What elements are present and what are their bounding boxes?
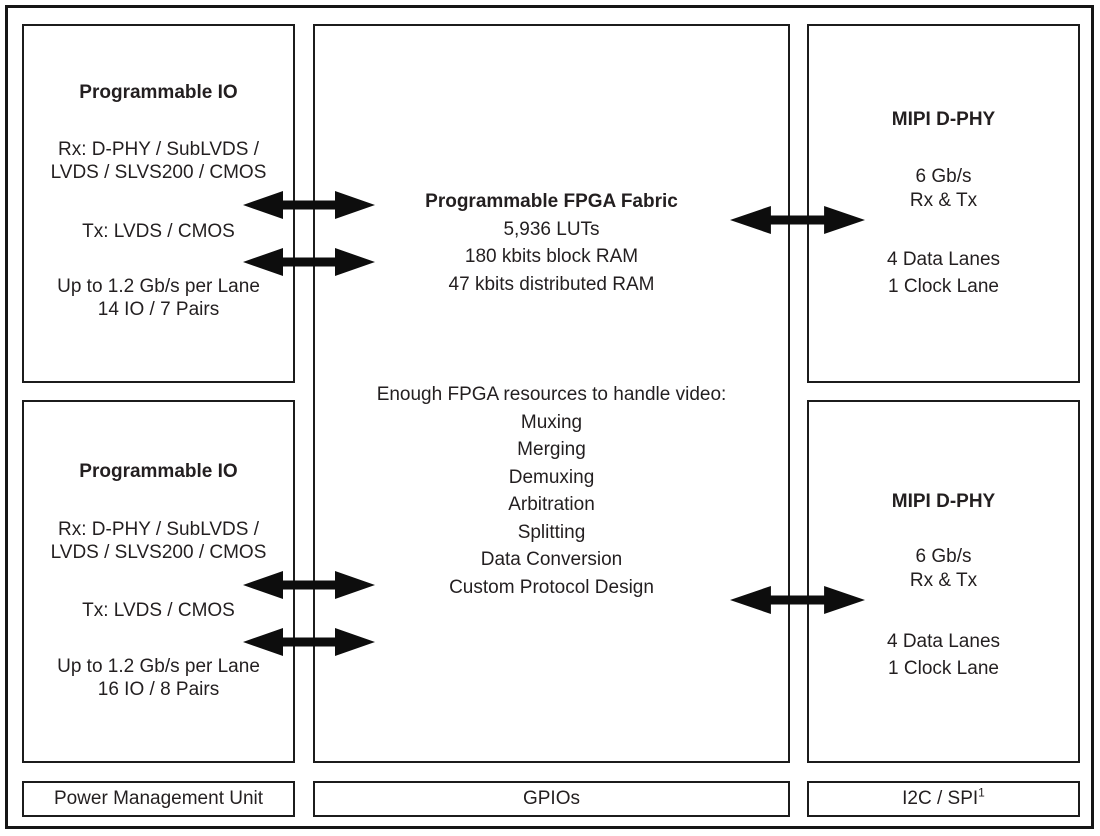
rate-line: Up to 1.2 Gb/s per Lane bbox=[57, 656, 260, 677]
rxtx-line: Rx & Tx bbox=[909, 190, 978, 211]
rate-line: Up to 1.2 Gb/s per Lane bbox=[57, 276, 260, 297]
mipi-dphy-bottom-title: MIPI D-PHY bbox=[891, 491, 996, 512]
pairs-line: 16 IO / 8 Pairs bbox=[97, 679, 220, 700]
programmable-io-bottom-rx: Rx: D-PHY / SubLVDS / LVDS / SLVS200 / C… bbox=[24, 518, 293, 564]
strip-power-management-unit: Power Management Unit bbox=[22, 781, 295, 817]
rx-line-2: LVDS / SLVS200 / CMOS bbox=[50, 162, 267, 183]
mipi-dphy-bottom-lanes: 4 Data Lanes 1 Clock Lane bbox=[809, 628, 1078, 682]
pairs-line: 14 IO / 7 Pairs bbox=[97, 299, 220, 320]
rx-line-2: LVDS / SLVS200 / CMOS bbox=[50, 542, 267, 563]
programmable-io-top-title: Programmable IO bbox=[79, 82, 238, 103]
resources-header: Enough FPGA resources to handle video: bbox=[376, 384, 727, 405]
rx-line-1: Rx: D-PHY / SubLVDS / bbox=[58, 519, 259, 540]
resource-item: Demuxing bbox=[508, 466, 595, 488]
programmable-io-bottom-rate: Up to 1.2 Gb/s per Lane 16 IO / 8 Pairs bbox=[24, 655, 293, 701]
programmable-io-top-rx: Rx: D-PHY / SubLVDS / LVDS / SLVS200 / C… bbox=[24, 138, 293, 184]
fpga-fabric-title: Programmable FPGA Fabric bbox=[425, 191, 678, 212]
mipi-dphy-top-title: MIPI D-PHY bbox=[891, 109, 996, 130]
resource-item: Splitting bbox=[517, 521, 586, 543]
resource-item: Data Conversion bbox=[480, 549, 623, 570]
i2c-spi-label: I2C / SPI1 bbox=[902, 785, 985, 809]
fabric-block-ram: 180 kbits block RAM bbox=[464, 246, 639, 267]
bidirectional-arrow-icon bbox=[243, 570, 375, 600]
resource-item: Merging bbox=[517, 439, 586, 460]
box-fpga-fabric: Programmable FPGA Fabric 5,936 LUTs 180 … bbox=[313, 24, 790, 763]
rx-line-1: Rx: D-PHY / SubLVDS / bbox=[58, 139, 259, 160]
i2c-spi-footnote-marker: 1 bbox=[978, 785, 985, 800]
gpios-label: GPIOs bbox=[522, 788, 580, 809]
fpga-fabric-specs: Programmable FPGA Fabric 5,936 LUTs 180 … bbox=[315, 188, 788, 298]
strip-i2c-spi: I2C / SPI1 bbox=[807, 781, 1080, 817]
resource-item: Muxing bbox=[520, 411, 583, 433]
data-lanes-line: 4 Data Lanes bbox=[886, 249, 1001, 270]
rxtx-line: Rx & Tx bbox=[909, 570, 978, 591]
mipi-dphy-top-speed: 6 Gb/s Rx & Tx bbox=[809, 165, 1078, 213]
resource-item: Arbitration bbox=[508, 494, 595, 515]
strip-gpios: GPIOs bbox=[313, 781, 790, 817]
speed-line: 6 Gb/s bbox=[915, 166, 972, 187]
bidirectional-arrow-icon bbox=[730, 585, 865, 615]
mipi-dphy-bottom-speed: 6 Gb/s Rx & Tx bbox=[809, 545, 1078, 593]
pmu-label: Power Management Unit bbox=[53, 788, 264, 809]
clock-lane-line: 1 Clock Lane bbox=[888, 658, 999, 679]
clock-lane-line: 1 Clock Lane bbox=[888, 276, 999, 297]
data-lanes-line: 4 Data Lanes bbox=[886, 631, 1001, 652]
speed-line: 6 Gb/s bbox=[915, 546, 972, 567]
programmable-io-top-tx: Tx: LVDS / CMOS bbox=[82, 221, 235, 242]
fpga-fabric-resources: Enough FPGA resources to handle video: M… bbox=[315, 381, 788, 601]
box-mipi-dphy-bottom: MIPI D-PHY 6 Gb/s Rx & Tx 4 Data Lanes 1… bbox=[807, 400, 1080, 763]
programmable-io-top-rate: Up to 1.2 Gb/s per Lane 14 IO / 7 Pairs bbox=[24, 275, 293, 321]
bidirectional-arrow-icon bbox=[730, 205, 865, 235]
resource-item: Custom Protocol Design bbox=[449, 576, 654, 598]
bidirectional-arrow-icon bbox=[243, 247, 375, 277]
bidirectional-arrow-icon bbox=[243, 627, 375, 657]
box-mipi-dphy-top: MIPI D-PHY 6 Gb/s Rx & Tx 4 Data Lanes 1… bbox=[807, 24, 1080, 383]
fabric-luts: 5,936 LUTs bbox=[503, 218, 600, 240]
bidirectional-arrow-icon bbox=[243, 190, 375, 220]
fabric-distributed-ram: 47 kbits distributed RAM bbox=[448, 273, 655, 295]
box-programmable-io-top: Programmable IO Rx: D-PHY / SubLVDS / LV… bbox=[22, 24, 295, 383]
box-programmable-io-bottom: Programmable IO Rx: D-PHY / SubLVDS / LV… bbox=[22, 400, 295, 763]
programmable-io-bottom-title: Programmable IO bbox=[79, 461, 238, 482]
programmable-io-bottom-tx: Tx: LVDS / CMOS bbox=[82, 600, 235, 621]
mipi-dphy-top-lanes: 4 Data Lanes 1 Clock Lane bbox=[809, 246, 1078, 300]
